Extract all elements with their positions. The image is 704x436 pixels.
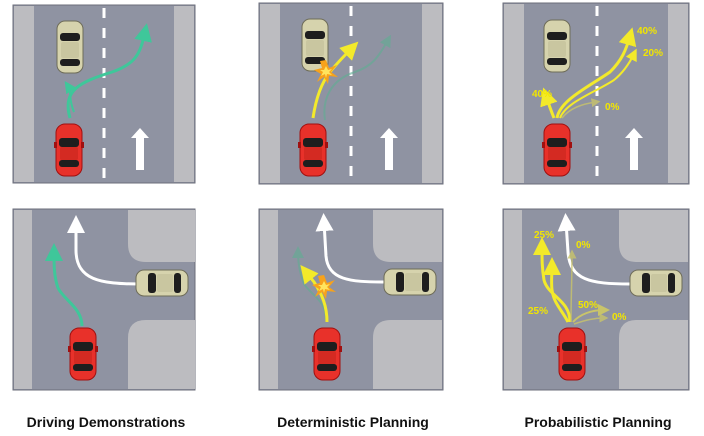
demo-path (66, 23, 152, 119)
ego-car (67, 327, 99, 381)
prob-label: 50% (578, 300, 598, 311)
other-car (383, 268, 437, 296)
prob-label: 40% (637, 26, 657, 37)
planned-path-left-near (559, 48, 637, 119)
other-car-path (315, 213, 385, 284)
ego-car (541, 123, 573, 177)
ego-car (556, 327, 588, 381)
other-car (56, 20, 84, 74)
highway-panel-demo (12, 4, 196, 184)
planned-path-right-low (573, 313, 609, 325)
planned-path-straight (567, 249, 577, 323)
planned-path-left-mid (542, 257, 570, 323)
demo-path (45, 243, 84, 327)
other-car-path (67, 215, 141, 286)
prob-label: 0% (605, 102, 620, 113)
other-car (135, 269, 189, 297)
prob-label: 20% (643, 48, 663, 59)
intersection-panel-demo (12, 208, 196, 391)
planned-path-left-top (533, 237, 572, 323)
ego-car (297, 123, 329, 177)
caption-deterministic-planning: Deterministic Planning (277, 414, 429, 430)
prob-label: 0% (612, 312, 627, 323)
planned-path-right-up (572, 304, 610, 323)
intersection-panel-deterministic (258, 208, 444, 391)
planned-path-left-far (555, 27, 637, 119)
highway-panel-probabilistic: 40% 20% 40% 0% (502, 2, 690, 185)
intersection-panel-probabilistic: 25% 0% 25% 50% 0% (502, 208, 690, 391)
lane-direction-arrow-icon (625, 128, 643, 170)
collision-icon (312, 275, 336, 299)
ego-car (311, 327, 343, 381)
prob-label: 40% (532, 89, 552, 100)
ego-car (53, 123, 85, 177)
planned-path (300, 264, 329, 323)
other-car (629, 269, 683, 297)
prob-label: 0% (576, 240, 591, 251)
caption-probabilistic-planning: Probabilistic Planning (524, 414, 672, 430)
highway-panel-deterministic (258, 2, 444, 185)
prob-label: 25% (528, 306, 548, 317)
collision-icon (314, 60, 338, 84)
faint-demo-path (323, 34, 391, 121)
caption-driving-demonstrations: Driving Demonstrations (26, 414, 186, 430)
demo-path-2 (64, 81, 77, 113)
planned-path-zero (561, 98, 601, 119)
planned-path-stay (540, 87, 558, 119)
other-car (543, 19, 571, 73)
lane-direction-arrow-icon (131, 128, 149, 170)
lane-direction-arrow-icon (380, 128, 398, 170)
prob-label: 25% (534, 230, 554, 241)
